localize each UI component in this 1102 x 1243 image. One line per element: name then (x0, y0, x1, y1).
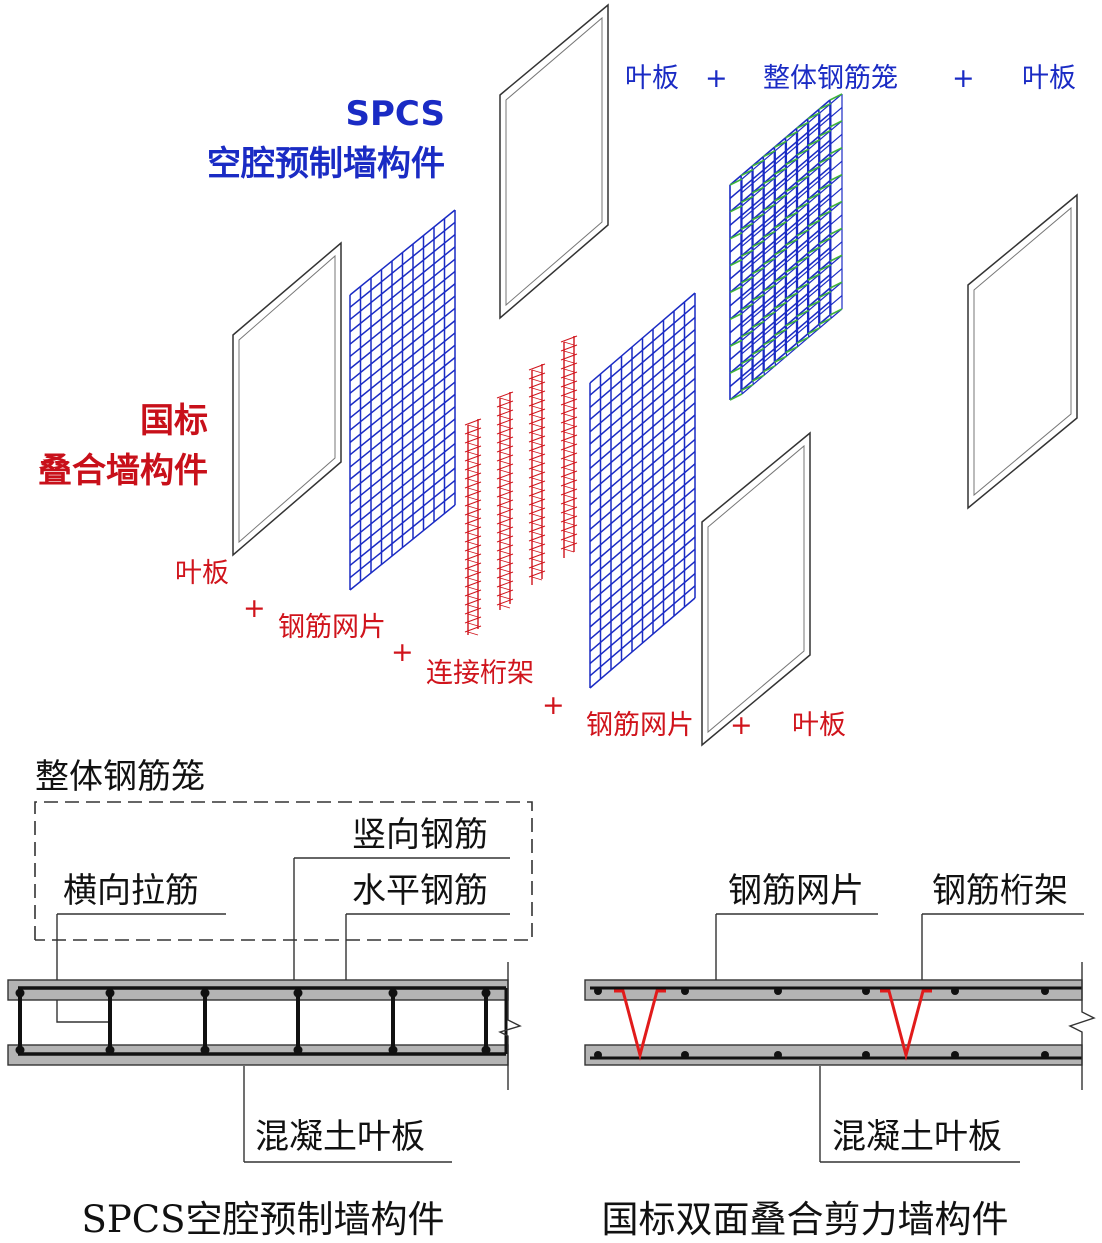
spcs-section-tie-bar-label: 横向拉筋 (63, 871, 199, 911)
spcs-section-cage-label: 整体钢筋笼 (35, 757, 205, 797)
gb-section-truss-2 (880, 989, 932, 1061)
gb-label-leaf-1: 叶板 (175, 558, 229, 589)
gb-rebar-mesh-2 (589, 292, 696, 689)
gb-section: 钢筋网片 钢筋桁架 混凝土叶板 国标双面叠合剪力墙构件 (584, 871, 1096, 1241)
gb-break-line (1068, 962, 1096, 1090)
spcs-section: 整体钢筋笼 竖向钢筋 横向拉筋 水平钢筋 混凝土叶板 SPCS空腔预制墙构件 (7, 757, 533, 1241)
spcs-label-leaf-right: 叶板 (1022, 63, 1076, 94)
gb-label-plus-1: + (243, 593, 266, 624)
gb-section-truss-1 (614, 989, 666, 1061)
gb-label-leaf-2: 叶板 (792, 710, 846, 741)
gb-connecting-trusses (464, 335, 578, 636)
spcs-title-line2: 空腔预制墙构件 (207, 144, 445, 184)
gb-leaf-panel-2 (701, 431, 811, 747)
gb-label-mesh-2: 钢筋网片 (586, 710, 694, 741)
gb-title-line2: 叠合墙构件 (38, 451, 208, 491)
gb-section-leaf-label: 混凝土叶板 (832, 1117, 1002, 1157)
gb-section-caption: 国标双面叠合剪力墙构件 (602, 1198, 1009, 1241)
gb-label-plus-3: + (542, 690, 565, 721)
gb-section-truss-label: 钢筋桁架 (932, 871, 1068, 911)
spcs-title-line1: SPCS (346, 94, 445, 134)
spcs-section-horizontal-bar-label: 水平钢筋 (352, 871, 488, 911)
spcs-reinforcement-cage (729, 93, 843, 401)
spcs-label-plus-2: + (952, 63, 975, 94)
gb-leaf-bottom (584, 1044, 1083, 1066)
cage-dashed-outline (34, 801, 533, 941)
gb-label-plus-2: + (391, 637, 414, 668)
spcs-section-vertical-bar-label: 竖向钢筋 (352, 815, 488, 855)
gb-label-plus-4: + (730, 710, 753, 741)
spcs-leaf-panel-right (967, 193, 1078, 510)
spcs-label-leaf-left: 叶板 (625, 63, 679, 94)
spcs-vertical-and-tie-bars (15, 988, 508, 1055)
spcs-label-plus-1: + (705, 63, 728, 94)
gb-rebar-mesh-1 (349, 209, 456, 591)
gb-leaf-panel-1 (232, 241, 342, 557)
gb-title-line1: 国标 (140, 401, 208, 441)
gb-section-rebar-dots (594, 987, 1049, 1059)
gb-label-truss: 连接桁架 (426, 658, 534, 689)
spcs-section-leaf-label: 混凝土叶板 (255, 1117, 425, 1157)
spcs-leaf-panel-left (499, 3, 609, 320)
spcs-section-caption: SPCS空腔预制墙构件 (82, 1198, 445, 1241)
spcs-break-line (498, 962, 522, 1090)
spcs-label-cage: 整体钢筋笼 (763, 63, 898, 94)
spcs-leaf-top (7, 979, 509, 1001)
gb-section-mesh-label: 钢筋网片 (728, 871, 864, 911)
gb-label-mesh-1: 钢筋网片 (278, 612, 386, 643)
